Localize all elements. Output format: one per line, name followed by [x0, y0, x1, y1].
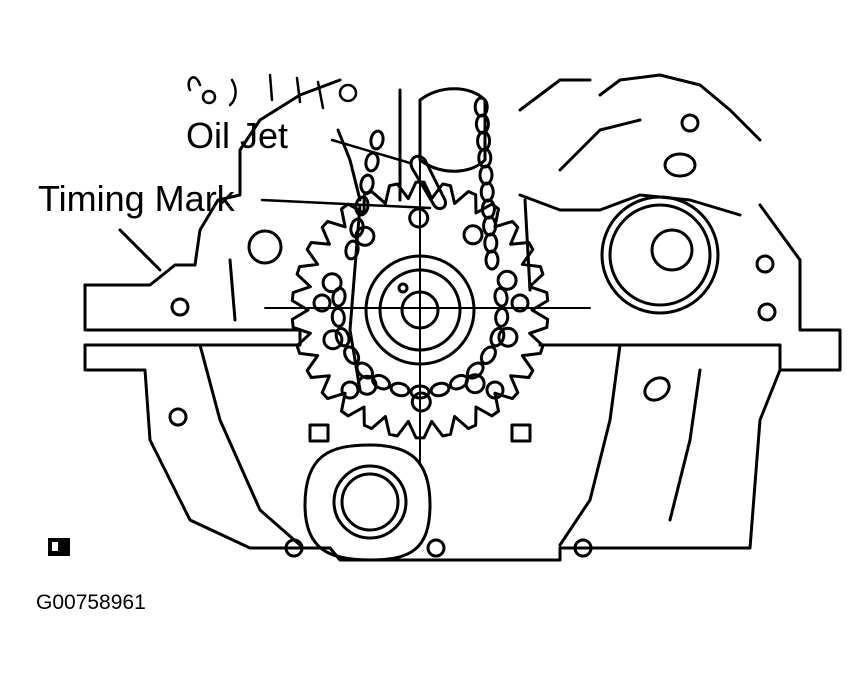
chain-link: [478, 164, 494, 186]
alignment-lines: [264, 159, 591, 466]
bolt-hole: [168, 407, 188, 427]
chain-link: [369, 129, 385, 151]
crank-pulley: [303, 443, 432, 562]
chain-link: [364, 151, 380, 173]
top-edge-detail: [187, 73, 358, 110]
oil-jet-label: Oil Jet: [186, 115, 289, 156]
chain-link: [479, 345, 497, 365]
chain-link: [479, 181, 495, 203]
bolt-hole: [757, 302, 777, 322]
chain-link: [474, 113, 490, 135]
sprocket-hole: [322, 329, 344, 351]
sprocket-hole: [496, 269, 518, 291]
bolt-hole: [340, 380, 360, 400]
chain-link: [429, 381, 451, 398]
timing-chain: [330, 96, 510, 400]
right-pulley: [600, 195, 720, 315]
oval-slots: [308, 152, 697, 443]
bolt-hole: [755, 254, 775, 274]
sprocket-hole: [462, 224, 484, 246]
chain-link: [494, 306, 510, 328]
bolt-hole: [312, 293, 332, 313]
chain-link: [389, 381, 411, 398]
chain-link: [371, 373, 392, 391]
chain-link: [483, 232, 499, 254]
timing-mark-label: Timing Mark: [38, 178, 235, 219]
corner-marker-icon: [48, 538, 70, 556]
chain-link: [344, 239, 360, 261]
chain-link: [355, 361, 374, 380]
bolt-hole: [485, 380, 505, 400]
sprocket-hole: [321, 272, 343, 294]
chain-link: [473, 96, 489, 118]
chain-link: [448, 373, 469, 391]
leader-lines: [260, 138, 432, 210]
chain-link: [331, 286, 347, 308]
bolt-hole: [247, 229, 283, 265]
bolt-hole: [284, 538, 304, 558]
sprocket-teeth: [290, 180, 550, 440]
oil-jet-nozzle: [409, 154, 448, 211]
bolt-hole: [680, 113, 700, 133]
bolt-hole: [426, 538, 446, 558]
bolt-hole: [510, 293, 530, 313]
chain-link: [484, 249, 500, 271]
chain-link: [466, 361, 485, 380]
camshaft-sprocket: [290, 180, 550, 440]
sprocket-hole: [410, 391, 432, 413]
bolt-hole: [170, 297, 190, 317]
sprocket-hole: [408, 207, 430, 229]
sprocket-hole: [497, 326, 519, 348]
chain-link: [330, 306, 346, 328]
chain-link: [359, 173, 375, 195]
chain-link: [489, 326, 506, 348]
chain-link: [343, 345, 361, 365]
chain-link: [493, 286, 509, 308]
figure-code: G00758961: [36, 591, 146, 614]
bolt-holes: [168, 113, 777, 558]
chain-link: [349, 217, 365, 239]
bolt-hole: [573, 538, 593, 558]
chain-link: [334, 326, 351, 348]
